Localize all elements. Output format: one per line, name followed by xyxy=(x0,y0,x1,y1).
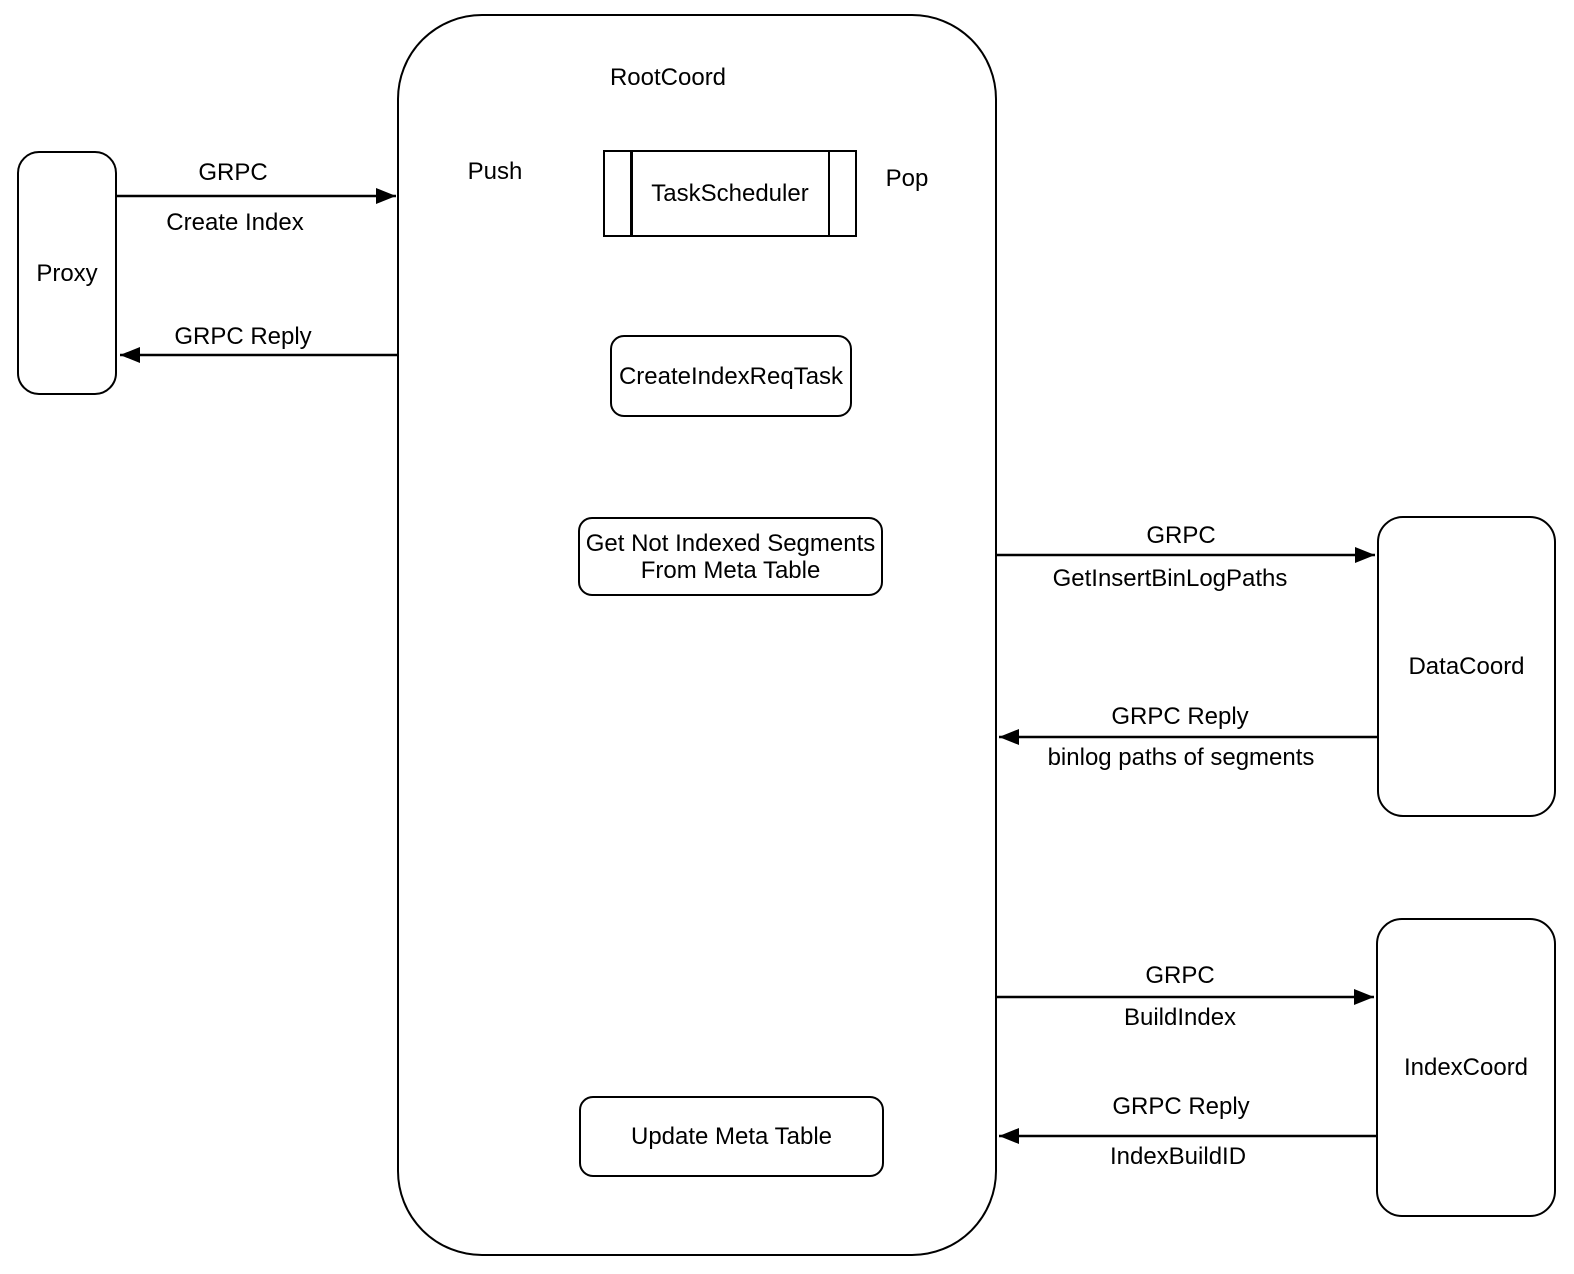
node-indexcoord: IndexCoord xyxy=(1376,918,1556,1217)
createindexreqtask-label: CreateIndexReqTask xyxy=(618,362,844,390)
node-get-not-indexed-segments: Get Not Indexed Segments From Meta Table xyxy=(578,517,883,596)
node-proxy: Proxy xyxy=(17,151,117,395)
datacoord-label: DataCoord xyxy=(1408,653,1525,680)
get-not-indexed-line1: Get Not Indexed Segments xyxy=(585,529,876,557)
label-indexbuildid-1: GRPC Reply xyxy=(1112,1093,1250,1120)
node-taskscheduler: TaskScheduler xyxy=(603,150,857,237)
node-datacoord: DataCoord xyxy=(1377,516,1556,817)
label-grpc-getinsert-2: GetInsertBinLogPaths xyxy=(1052,565,1288,592)
rootcoord-title: RootCoord xyxy=(609,64,727,91)
node-createindexreqtask: CreateIndexReqTask xyxy=(610,335,852,417)
label-indexbuildid-2: IndexBuildID xyxy=(1109,1143,1247,1170)
taskscheduler-label: TaskScheduler xyxy=(651,180,809,207)
label-grpc-create-index-1: GRPC xyxy=(198,159,268,186)
label-binlog-reply-1: GRPC Reply xyxy=(1111,703,1249,730)
taskscheduler-left-bar xyxy=(630,152,633,235)
taskscheduler-right-bar xyxy=(827,152,830,235)
label-grpc-reply-proxy: GRPC Reply xyxy=(174,323,312,350)
label-binlog-reply-2: binlog paths of segments xyxy=(1047,744,1315,771)
label-push: Push xyxy=(467,158,523,185)
label-buildindex-2: BuildIndex xyxy=(1123,1004,1237,1031)
label-grpc-create-index-2: Create Index xyxy=(166,209,304,236)
proxy-label: Proxy xyxy=(36,259,98,287)
label-grpc-getinsert-1: GRPC xyxy=(1146,522,1216,549)
node-update-meta-table: Update Meta Table xyxy=(579,1096,884,1177)
update-meta-table-label: Update Meta Table xyxy=(630,1123,833,1150)
label-pop: Pop xyxy=(885,165,929,192)
get-not-indexed-line2: From Meta Table xyxy=(640,556,821,584)
indexcoord-label: IndexCoord xyxy=(1403,1054,1529,1081)
label-buildindex-1: GRPC xyxy=(1145,962,1215,989)
